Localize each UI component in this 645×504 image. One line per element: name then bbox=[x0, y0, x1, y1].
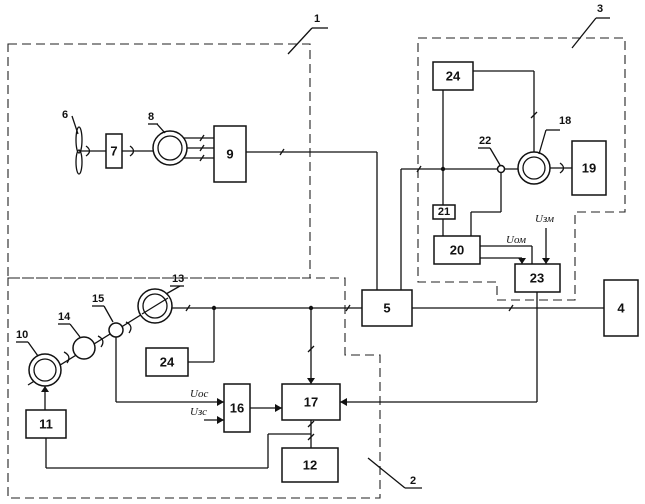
zone-3-leader bbox=[572, 18, 596, 48]
arrow-u-zm bbox=[542, 258, 550, 264]
zone-2-label: 2 bbox=[410, 475, 416, 487]
callout-8: 8 bbox=[148, 111, 154, 123]
block-12-label: 12 bbox=[303, 458, 317, 473]
arrow-u-zs bbox=[217, 416, 224, 424]
arrow-23-17 bbox=[340, 398, 347, 406]
callout-10: 10 bbox=[16, 329, 28, 341]
block-23-label: 23 bbox=[530, 271, 544, 286]
signal-u-os: Uос bbox=[190, 388, 208, 400]
block-4-label: 4 bbox=[617, 301, 625, 316]
callout-18-leader bbox=[539, 130, 546, 154]
callout-13-leader bbox=[166, 286, 180, 294]
arrow-11-10 bbox=[41, 386, 49, 392]
callout-6-leader bbox=[72, 116, 78, 134]
zone-1-label: 1 bbox=[314, 13, 320, 25]
block-17-label: 17 bbox=[304, 395, 318, 410]
callout-15-leader bbox=[104, 306, 113, 322]
gearbox-14 bbox=[73, 337, 95, 359]
block-21-label: 21 bbox=[438, 206, 450, 218]
block-19-label: 19 bbox=[582, 161, 596, 176]
sensor-22 bbox=[498, 166, 505, 173]
callout-22: 22 bbox=[479, 135, 491, 147]
callout-14-leader bbox=[70, 324, 80, 337]
callout-10-leader bbox=[28, 342, 38, 356]
block-24-bottom-label: 24 bbox=[160, 355, 175, 370]
block-11-label: 11 bbox=[39, 417, 53, 432]
callout-6: 6 bbox=[62, 109, 68, 121]
callout-18: 18 bbox=[559, 115, 571, 127]
arrow-16-17 bbox=[275, 404, 282, 412]
callout-15: 15 bbox=[92, 293, 104, 305]
callout-8-leader bbox=[157, 124, 165, 133]
block-24-top-label: 24 bbox=[446, 69, 461, 84]
callout-14: 14 bbox=[58, 311, 71, 323]
sensor-15 bbox=[109, 323, 123, 337]
block-9-label: 9 bbox=[226, 147, 233, 162]
signal-u-om: Uом bbox=[506, 234, 526, 246]
block-7-label: 7 bbox=[110, 144, 117, 159]
signal-u-zs: Uзс bbox=[190, 406, 207, 418]
block-5-label: 5 bbox=[383, 301, 390, 316]
callout-22-leader bbox=[490, 148, 500, 165]
arrow-20-23 bbox=[518, 258, 526, 264]
zone-3-label: 3 bbox=[597, 3, 603, 15]
arrow-15-16 bbox=[217, 398, 224, 406]
zone-1-leader bbox=[288, 28, 312, 54]
callout-13: 13 bbox=[172, 273, 184, 285]
block-20-label: 20 bbox=[450, 243, 464, 258]
signal-u-zm: Uзм bbox=[535, 213, 554, 225]
arrow-bus-17 bbox=[307, 378, 315, 384]
zone-2-leader bbox=[368, 458, 405, 488]
block-16-label: 16 bbox=[230, 401, 244, 416]
